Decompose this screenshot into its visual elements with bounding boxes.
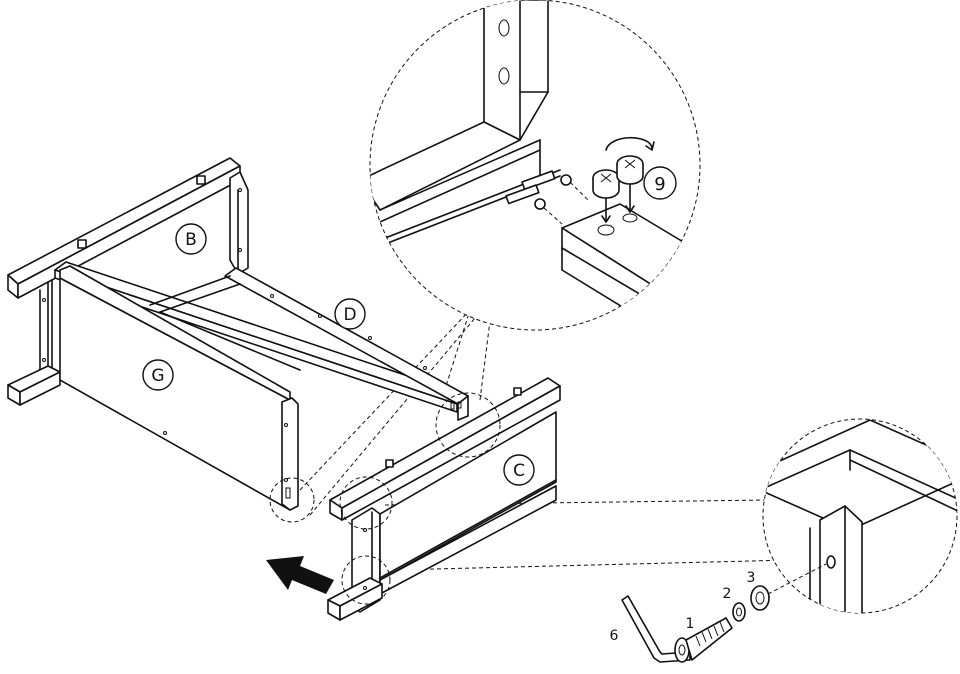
- panel-g: [59, 265, 299, 511]
- cam-lock-count-label: 9: [643, 166, 677, 200]
- side-frame-c: [327, 377, 561, 621]
- svg-text:C: C: [513, 461, 525, 481]
- svg-text:B: B: [185, 230, 197, 250]
- part-label-b: B: [175, 223, 207, 255]
- svg-text:3: 3: [747, 570, 756, 586]
- rail-d: [54, 261, 469, 421]
- part-label-g: G: [142, 359, 174, 391]
- svg-text:1: 1: [686, 616, 695, 632]
- detail-callout-circles: [269, 392, 501, 605]
- svg-text:2: 2: [723, 586, 732, 602]
- svg-text:D: D: [343, 305, 356, 325]
- push-direction-arrow-icon: [266, 556, 334, 594]
- svg-text:6: 6: [610, 628, 619, 644]
- lock-washer-icon: 2: [723, 586, 746, 622]
- cam-lock-icon: [616, 155, 644, 213]
- svg-text:G: G: [151, 366, 164, 386]
- top-detail-circle: 9: [369, 0, 701, 331]
- svg-text:9: 9: [654, 174, 665, 195]
- flat-washer-icon: 3: [747, 570, 770, 611]
- inner-bottom-rails: [149, 275, 301, 371]
- rotate-clockwise-icon: [605, 137, 655, 151]
- bottom-detail-circle: [762, 418, 958, 614]
- part-label-d: D: [334, 298, 366, 330]
- part-label-c: C: [503, 454, 535, 486]
- bolt-icon: 1: [674, 616, 733, 663]
